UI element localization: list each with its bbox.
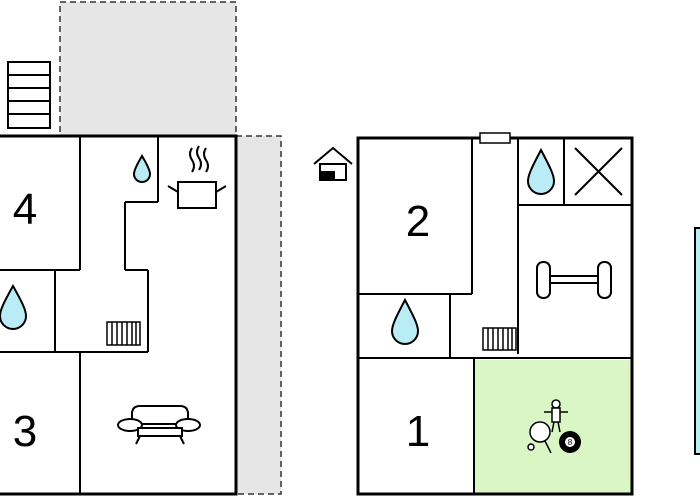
radiator-icon (482, 327, 517, 351)
room-number-2: 2 (406, 197, 430, 246)
table-tennis-icon (527, 421, 552, 454)
room-number-1: 1 (406, 407, 430, 456)
house-entrance-icon (313, 146, 353, 181)
billiard-ball-number: 8 (568, 438, 573, 447)
interior-walls-left (0, 136, 159, 494)
sofa-icon (117, 405, 201, 445)
terrace-right (235, 135, 282, 495)
water-drop-icon (0, 283, 28, 330)
stairs-icon (7, 61, 51, 129)
water-drop-icon (526, 147, 556, 195)
window-top (479, 132, 511, 144)
neighbor-plan-edge (694, 227, 700, 455)
left-floor: 4 3 (0, 1, 282, 496)
cross-box-icon (574, 147, 623, 196)
water-drop-icon (390, 297, 420, 345)
room-number-4: 4 (13, 185, 37, 234)
interior-walls-right (358, 138, 632, 494)
radiator-icon (106, 321, 141, 346)
outer-wall-left (0, 134, 238, 496)
water-drop-icon (132, 154, 152, 183)
terrace-top (59, 1, 237, 137)
dumbbell-icon (536, 261, 612, 299)
right-floor: 2 1 (313, 132, 700, 496)
table-football-icon (544, 399, 568, 433)
cooking-pot-icon (167, 145, 227, 209)
billiard-ball-icon: 8 (559, 431, 581, 453)
room-number-3: 3 (13, 407, 37, 456)
